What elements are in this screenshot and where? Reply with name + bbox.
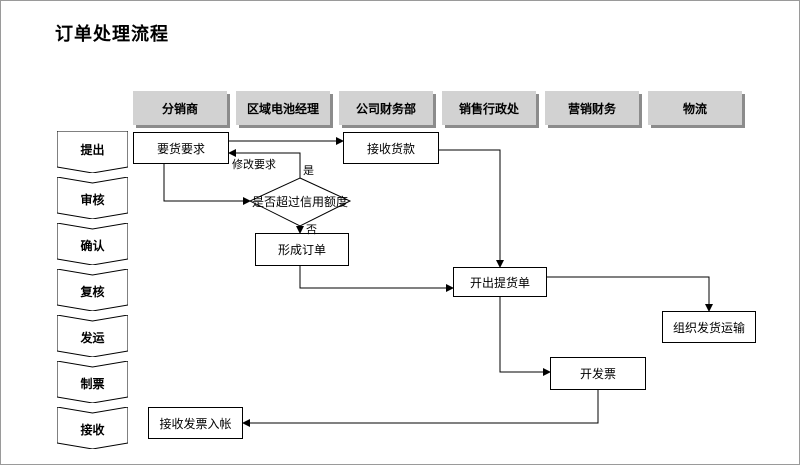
- stage-label: 制票: [80, 376, 105, 391]
- stage-label: 接收: [80, 422, 105, 437]
- stage-label: 复核: [80, 284, 105, 299]
- node-receive-invoice: 接收发票入帐: [148, 407, 243, 439]
- stage-label: 发运: [80, 330, 105, 345]
- node-receive-payment: 接收货款: [343, 132, 439, 164]
- stage-label: 审核: [80, 192, 105, 207]
- node-credit-check-label: 是否超过信用额度: [252, 195, 349, 209]
- column-header-finance-dept: 公司财务部: [339, 91, 433, 125]
- stage-recheck: 复核: [57, 269, 128, 311]
- node-invoice: 开发票: [550, 357, 646, 390]
- stage-label: 提出: [80, 142, 105, 157]
- column-header-distributor: 分销商: [133, 91, 227, 125]
- node-issue-delivery: 开出提货单: [453, 267, 547, 297]
- node-arrange-transport: 组织发货运输: [662, 311, 756, 343]
- node-form-order: 形成订单: [255, 233, 349, 266]
- column-header-logistics: 物流: [648, 91, 742, 125]
- edge-label-no: 否: [306, 223, 317, 236]
- edge-label-yes: 是: [303, 164, 314, 177]
- node-request: 要货要求: [133, 132, 229, 164]
- stage-confirm: 确认: [57, 223, 128, 265]
- stage-propose: 提出: [57, 131, 128, 173]
- stage-invoicing: 制票: [57, 361, 128, 403]
- column-header-regional-manager: 区域电池经理: [236, 91, 330, 125]
- stage-ship: 发运: [57, 315, 128, 357]
- stage-review: 审核: [57, 177, 128, 219]
- column-header-sales-admin: 销售行政处: [442, 91, 536, 125]
- stage-receive: 接收: [57, 407, 128, 449]
- page-title: 订单处理流程: [55, 24, 169, 45]
- stage-label: 确认: [80, 238, 105, 253]
- column-header-marketing-finance: 营销财务: [545, 91, 639, 125]
- edge-label-modify: 修改要求: [232, 158, 276, 171]
